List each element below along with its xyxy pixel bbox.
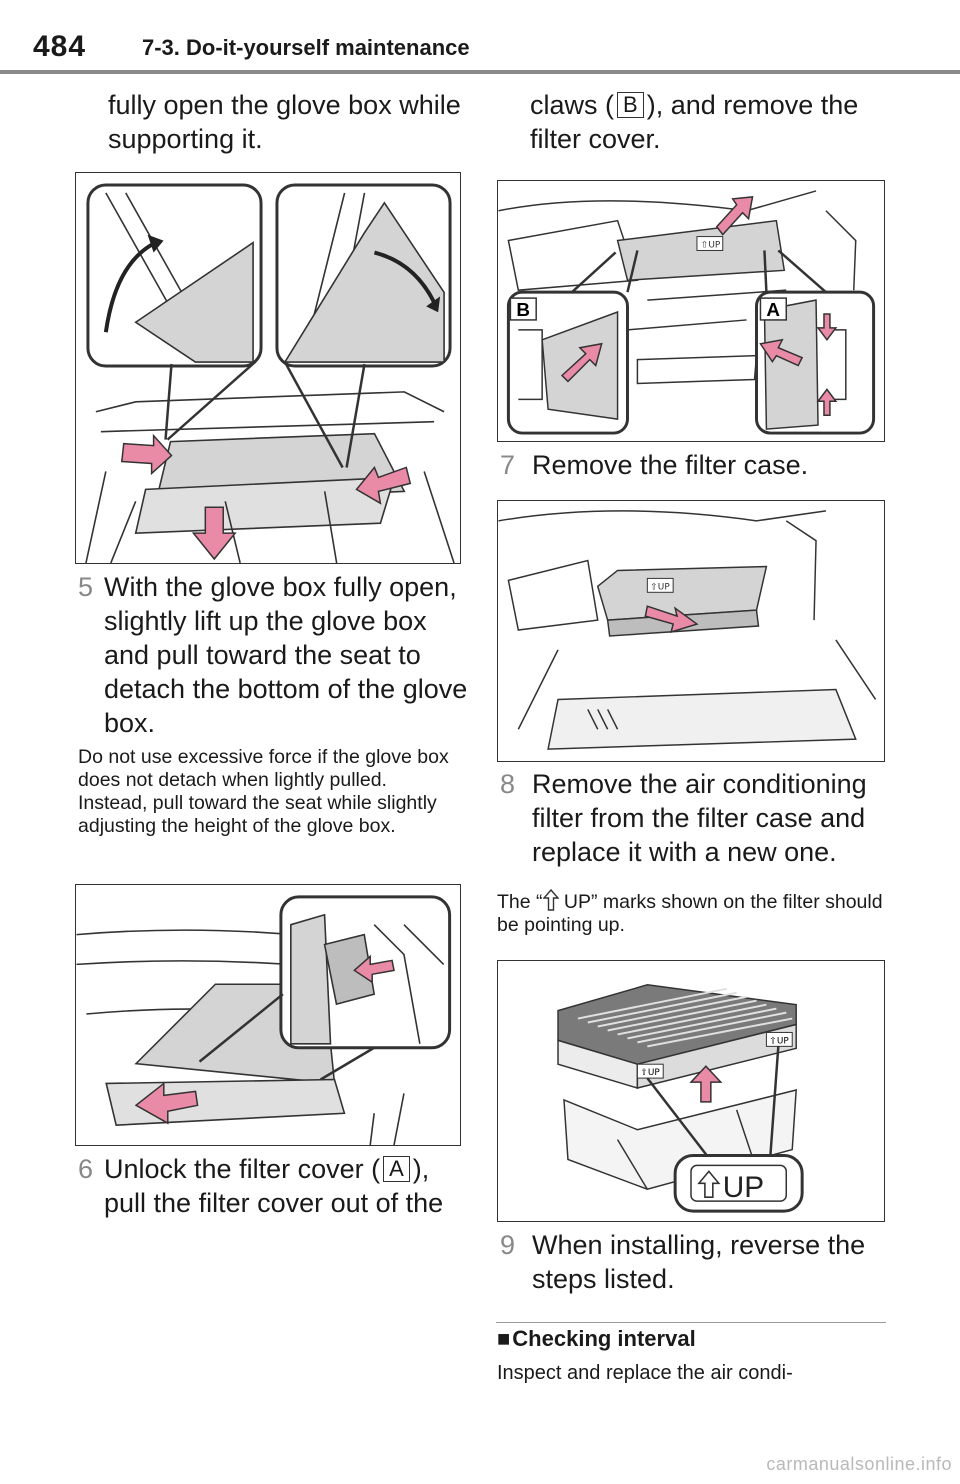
subhead-marker: ■ — [497, 1326, 511, 1351]
step-6: 6 Unlock the filter cover (A), pull the … — [78, 1152, 470, 1222]
figure-label-b: B — [516, 299, 530, 320]
figure-filter-case: ⇧UP — [497, 500, 885, 762]
step-text: Remove the air conditioning filter from … — [532, 769, 867, 867]
page-header: 484 7-3. Do-it-yourself maintenance — [0, 0, 960, 80]
subhead-divider — [496, 1322, 886, 1323]
page-number: 484 — [33, 30, 87, 63]
note-step-8: The “ UP” marks shown on the filter shou… — [497, 889, 883, 936]
step-number: 7 — [500, 450, 516, 480]
up-label: UP — [723, 1171, 764, 1204]
figure-glove-box-detach — [75, 884, 461, 1146]
filter-up-marks-illustration: ⇧UP ⇧UP UP — [557, 984, 804, 1213]
step-8: 8 Remove the air conditioning filter fro… — [500, 767, 892, 871]
filter-front-up-mark: ⇧UP — [640, 1068, 660, 1078]
step-text: Remove the filter case. — [532, 450, 809, 480]
filter-case-illustration: ⇧UP — [498, 510, 877, 750]
step-number: 5 — [78, 572, 94, 602]
step-number: 6 — [78, 1154, 94, 1184]
filter-cover-illustration: ⇧UP B A — [498, 190, 876, 435]
step-text: Unlock the filter cover (A), pull the fi… — [104, 1154, 444, 1218]
watermark: carmanualsonline.info — [766, 1454, 952, 1474]
callout-b: B — [617, 92, 644, 118]
step-text: With the glove box fully open, slightly … — [104, 572, 468, 738]
step-9: 9 When installing, reverse the steps lis… — [500, 1228, 892, 1298]
callout-a: A — [383, 1156, 410, 1182]
figure-filter-cover: ⇧UP B A — [497, 180, 885, 442]
step-text: When installing, reverse the steps liste… — [532, 1230, 866, 1294]
continuation-paragraph: claws (B), and remove the filter cover. — [530, 90, 859, 154]
subhead-checking-interval: ■Checking interval — [497, 1326, 696, 1351]
subhead-body: Inspect and replace the air condi- — [497, 1362, 793, 1384]
note-step-5: Do not use excessive force if the glove … — [78, 746, 449, 837]
section-title: 7-3. Do-it-yourself maintenance — [142, 35, 470, 60]
glove-box-detach-illustration — [76, 895, 452, 1145]
figure-filter-up-marks: ⇧UP ⇧UP UP — [497, 960, 885, 1222]
filter-side-up-mark: ⇧UP — [769, 1036, 789, 1046]
step-number: 8 — [500, 769, 516, 799]
figure-label-a: A — [766, 299, 780, 320]
filter-case-up-mark: ⇧UP — [650, 582, 670, 592]
step-5: 5 With the glove box fully open, slightl… — [78, 570, 470, 740]
figure-glove-box-push — [75, 172, 461, 564]
filter-up-mark: ⇧UP — [701, 240, 721, 250]
step-number: 9 — [500, 1230, 516, 1260]
glove-box-push-illustration — [85, 183, 455, 563]
header-divider — [0, 70, 960, 74]
intro-paragraph: fully open the glove box while supportin… — [108, 90, 461, 154]
step-7: 7 Remove the filter case. — [500, 448, 892, 484]
up-arrow-icon — [542, 889, 559, 911]
